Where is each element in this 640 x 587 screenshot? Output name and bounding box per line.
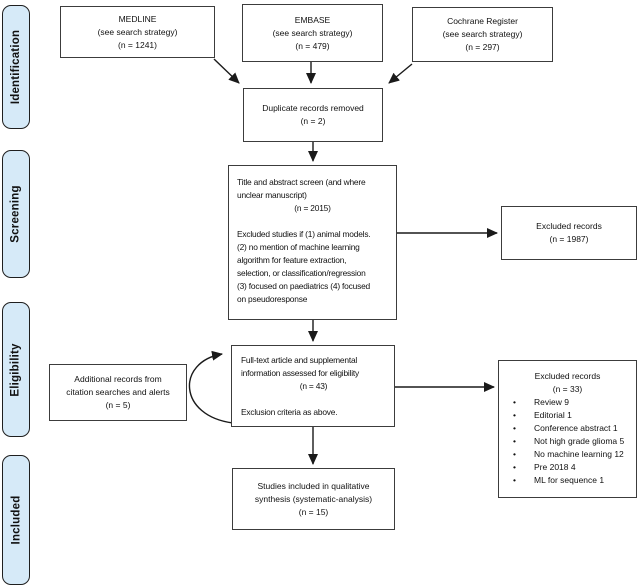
excluded33-item: No machine learning 12	[499, 448, 636, 461]
included-count: (n = 15)	[298, 506, 329, 517]
box-excluded-records-eligibility: Excluded records (n = 33) Review 9 Edito…	[498, 360, 637, 498]
fulltext-exclusion-note: Exclusion criteria as above.	[241, 407, 338, 417]
arrow-medline-to-duplicates	[213, 58, 240, 84]
screen-line: Title and abstract screen (and where	[237, 177, 366, 187]
embase-subtitle: (see search strategy)	[272, 27, 353, 38]
medline-subtitle: (see search strategy)	[97, 26, 178, 37]
additional-line: Additional records from	[74, 374, 162, 384]
duplicates-count: (n = 2)	[300, 116, 326, 126]
fulltext-count: (n = 43)	[299, 381, 328, 391]
screen-criteria-line: on pseudoresponse	[237, 294, 308, 304]
arrow-cochrane-to-duplicates	[388, 63, 413, 84]
excluded33-item: Pre 2018 4	[499, 461, 636, 474]
excluded33-item: Editorial 1	[499, 409, 636, 422]
stage-included-label: Included	[10, 495, 23, 545]
box-title-abstract-screen: Title and abstract screen (and where unc…	[228, 165, 397, 320]
excluded33-item: ML for sequence 1	[499, 474, 636, 487]
screen-criteria-line: algorithm for feature extraction,	[237, 255, 347, 265]
excluded33-item: Not high grade glioma 5	[499, 435, 636, 448]
excluded33-item: Review 9	[499, 396, 636, 409]
excluded33-title: Excluded records	[534, 371, 601, 381]
screen-criteria-line: (3) focused on paediatrics (4) focused	[237, 281, 370, 291]
screen-criteria-line: selection, or classification/regression	[237, 268, 366, 278]
box-cochrane: Cochrane Register (see search strategy) …	[412, 7, 553, 62]
box-additional-records: Additional records from citation searche…	[49, 364, 187, 421]
screen-criteria-line: Excluded studies if (1) animal models.	[237, 229, 371, 239]
included-line: Studies included in qualitative	[257, 480, 370, 491]
box-medline: MEDLINE (see search strategy) (n = 1241)	[60, 6, 215, 58]
cochrane-count: (n = 297)	[465, 42, 500, 52]
medline-title: MEDLINE	[118, 13, 157, 24]
medline-count: (n = 1241)	[118, 39, 157, 50]
blank-line	[241, 393, 386, 406]
excluded1987-title: Excluded records	[536, 221, 602, 231]
screen-line: unclear manuscript)	[237, 190, 307, 200]
included-line: synthesis (systematic-analysis)	[254, 493, 373, 504]
additional-line: citation searches and alerts	[66, 387, 170, 397]
stage-screening: Screening	[2, 150, 30, 278]
additional-count: (n = 5)	[105, 400, 131, 410]
stage-identification-label: Identification	[10, 29, 23, 105]
stage-eligibility: Eligibility	[2, 302, 30, 437]
arrow-additional-to-fulltext	[188, 350, 234, 424]
fulltext-line: information assessed for eligibility	[241, 368, 360, 378]
stage-included: Included	[2, 455, 30, 585]
stage-identification: Identification	[2, 5, 30, 129]
excluded33-item: Conference abstract 1	[499, 422, 636, 435]
cochrane-subtitle: (see search strategy)	[442, 29, 523, 39]
embase-count: (n = 479)	[295, 40, 330, 51]
excluded33-count: (n = 33)	[552, 384, 583, 394]
screen-criteria-line: (2) no mention of machine learning	[237, 242, 360, 252]
screen-count: (n = 2015)	[294, 203, 331, 213]
box-duplicates-removed: Duplicate records removed (n = 2)	[243, 88, 383, 142]
duplicates-title: Duplicate records removed	[262, 103, 364, 113]
stage-eligibility-label: Eligibility	[10, 342, 23, 397]
cochrane-title: Cochrane Register	[447, 16, 518, 26]
blank-line	[237, 215, 388, 228]
excluded1987-count: (n = 1987)	[549, 234, 589, 244]
box-included-synthesis: Studies included in qualitative synthesi…	[232, 468, 395, 530]
stage-screening-label: Screening	[10, 185, 22, 243]
box-excluded-records-screening: Excluded records (n = 1987)	[501, 206, 637, 260]
embase-title: EMBASE	[294, 14, 331, 25]
fulltext-line: Full-text article and supplemental	[241, 355, 358, 365]
box-fulltext-assessment: Full-text article and supplemental infor…	[231, 345, 395, 427]
box-embase: EMBASE (see search strategy) (n = 479)	[242, 4, 383, 62]
